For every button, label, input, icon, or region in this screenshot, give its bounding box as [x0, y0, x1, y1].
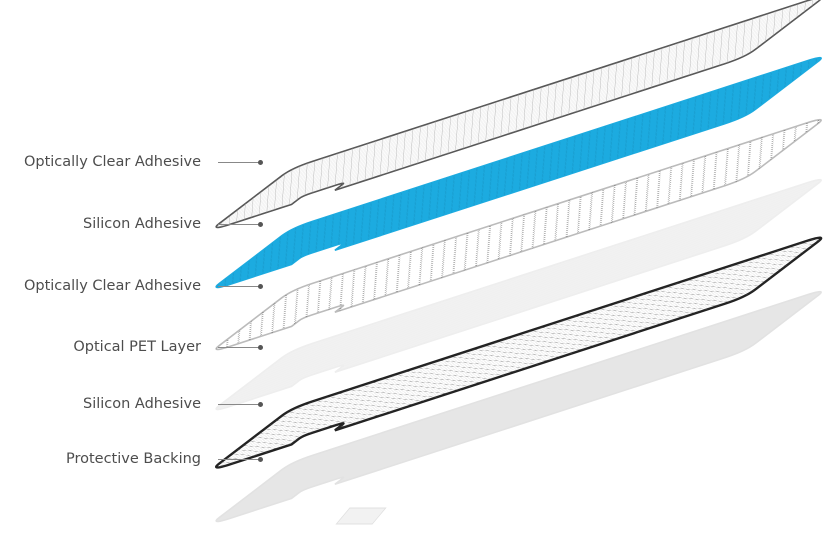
leader-dot	[258, 284, 263, 289]
layer-5-sheet	[210, 234, 828, 471]
layer-label: Optical PET Layer	[73, 339, 201, 355]
leader-line	[218, 286, 260, 287]
leader-line	[218, 224, 260, 225]
layer-2-sheet	[210, 54, 828, 291]
leader-dot	[258, 457, 263, 462]
layer-3-sheet	[210, 116, 828, 353]
leader-dot	[258, 222, 263, 227]
layer-1-sheet	[210, 0, 828, 231]
leader-line	[218, 162, 260, 163]
leader-dot	[258, 345, 263, 350]
layer-label: Optically Clear Adhesive	[23, 278, 201, 294]
leader-dot	[258, 160, 263, 165]
layer-label: Protective Backing	[65, 451, 201, 467]
layer-label: Silicon Adhesive	[83, 216, 201, 232]
leader-line	[218, 347, 260, 348]
leader-line	[218, 459, 260, 460]
pull-tab	[335, 507, 387, 525]
layer-label: Optically Clear Adhesive	[23, 154, 201, 170]
layer-6-sheet	[210, 288, 828, 525]
leader-dot	[258, 402, 263, 407]
layer-label: Silicon Adhesive	[83, 396, 201, 412]
layers-group	[210, 0, 828, 525]
layer-4-sheet	[210, 176, 828, 413]
leader-line	[218, 404, 260, 405]
